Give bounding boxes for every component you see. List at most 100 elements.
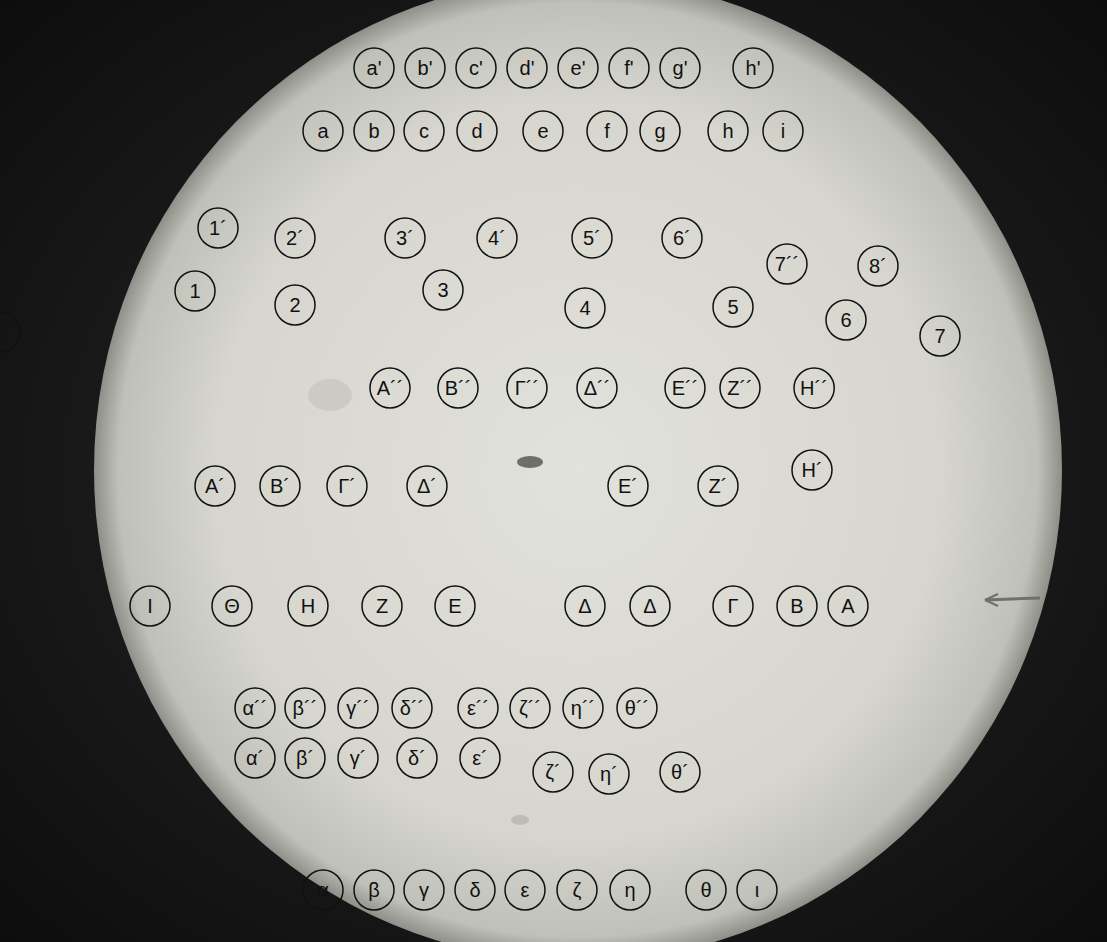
scratch-mark bbox=[985, 594, 998, 606]
spot-label-circle: 6 bbox=[825, 299, 867, 341]
spot-label-circle: e' bbox=[557, 47, 599, 89]
spot-label: c bbox=[419, 121, 429, 141]
spot-label-circle: 5´ bbox=[571, 217, 613, 259]
circle-outline bbox=[533, 752, 573, 792]
spot-label-circle: i bbox=[762, 110, 804, 152]
circle-outline bbox=[397, 738, 437, 778]
spot-label: Η´ bbox=[801, 460, 822, 480]
spot-label-circle: η bbox=[609, 869, 651, 911]
spot-label: Θ bbox=[224, 596, 240, 616]
spot-label: 4´ bbox=[488, 228, 506, 248]
circle-outline bbox=[362, 586, 402, 626]
spot-label: Ι bbox=[147, 596, 153, 616]
spot-label: g bbox=[654, 121, 665, 141]
circle-outline bbox=[858, 246, 898, 286]
circle-outline bbox=[708, 111, 748, 151]
circle-outline bbox=[589, 754, 629, 794]
circle-outline bbox=[609, 48, 649, 88]
circle-outline bbox=[563, 688, 603, 728]
circle-outline bbox=[557, 870, 597, 910]
spot-label-circle: β´ bbox=[284, 737, 326, 779]
spot-label: γ bbox=[419, 880, 429, 900]
circle-outline bbox=[507, 48, 547, 88]
spot-label-circle: η´´ bbox=[562, 687, 604, 729]
spot-label: 5 bbox=[727, 297, 738, 317]
spot-label-circle: 1´ bbox=[197, 207, 239, 249]
circle-outline bbox=[565, 586, 605, 626]
spot-label: Η´´ bbox=[800, 378, 828, 398]
spot-label-circle: Α´ bbox=[194, 465, 236, 507]
spot-label: Δ bbox=[643, 596, 656, 616]
circle-outline bbox=[212, 586, 252, 626]
circle-outline bbox=[303, 111, 343, 151]
spot-label: a' bbox=[367, 58, 382, 78]
spot-label-circle: Θ bbox=[211, 585, 253, 627]
spot-label: Ζ´ bbox=[709, 476, 728, 496]
spot-label: h bbox=[722, 121, 733, 141]
spot-label: Ζ bbox=[376, 596, 388, 616]
spot-label-circle: δ´ bbox=[396, 737, 438, 779]
spot-label: d bbox=[471, 121, 482, 141]
spot-label-circle: Ζ´´ bbox=[719, 367, 761, 409]
circle-outline bbox=[285, 738, 325, 778]
circle-outline bbox=[737, 870, 777, 910]
circle-outline bbox=[763, 111, 803, 151]
circle-outline bbox=[354, 111, 394, 151]
circle-outline bbox=[640, 111, 680, 151]
circle-outline bbox=[195, 466, 235, 506]
circle-outline bbox=[407, 466, 447, 506]
spot-label: 1´ bbox=[209, 218, 227, 238]
spot-label: Α bbox=[841, 596, 854, 616]
spot-label: Δ bbox=[578, 596, 591, 616]
circle-outline bbox=[523, 111, 563, 151]
spot-label-circle: 7 bbox=[919, 315, 961, 357]
circle-outline bbox=[456, 48, 496, 88]
spot-label: e' bbox=[571, 58, 586, 78]
spot-label: g' bbox=[673, 58, 688, 78]
spot-label: ζ´ bbox=[545, 762, 560, 782]
spot-label-circle: 3 bbox=[422, 269, 464, 311]
stain bbox=[511, 815, 529, 825]
spot-label-circle: ζ´ bbox=[532, 751, 574, 793]
circle-outline bbox=[828, 586, 868, 626]
spot-label: Δ´´ bbox=[584, 378, 611, 398]
spot-label-circle: δ bbox=[454, 869, 496, 911]
circle-outline bbox=[558, 48, 598, 88]
circle-outline bbox=[608, 466, 648, 506]
spot-label: β´´ bbox=[293, 698, 318, 718]
spot-label-circle: α´´ bbox=[234, 687, 276, 729]
circle-outline bbox=[198, 208, 238, 248]
spot-label-circle: β bbox=[353, 869, 395, 911]
spot-label-circle: Δ´ bbox=[406, 465, 448, 507]
circle-outline bbox=[686, 870, 726, 910]
circle-outline bbox=[404, 870, 444, 910]
spot-label: 2 bbox=[289, 295, 300, 315]
spot-label: β bbox=[368, 880, 380, 900]
circle-outline bbox=[338, 738, 378, 778]
spot-label-circle: Η´ bbox=[791, 449, 833, 491]
spot-label: d' bbox=[520, 58, 535, 78]
circle-outline bbox=[460, 738, 500, 778]
spot-label-circle: c bbox=[403, 110, 445, 152]
spot-label: ζ´´ bbox=[519, 698, 541, 718]
circle-outline bbox=[587, 111, 627, 151]
spot-label: 6´ bbox=[673, 228, 691, 248]
spot-label-circle: Β bbox=[776, 585, 818, 627]
circle-outline bbox=[370, 368, 410, 408]
spot-label: 7 bbox=[934, 326, 945, 346]
spot-label: Γ´´ bbox=[515, 378, 539, 398]
spot-label-circle: 3´ bbox=[384, 217, 426, 259]
spot-label-circle: Δ´´ bbox=[576, 367, 618, 409]
spot-label-circle: 2 bbox=[274, 284, 316, 326]
spot-label-circle: d bbox=[456, 110, 498, 152]
circle-outline bbox=[354, 48, 394, 88]
spot-label: 6 bbox=[840, 310, 851, 330]
spot-label-circle: Η bbox=[287, 585, 329, 627]
stain bbox=[308, 379, 352, 411]
circle-outline bbox=[665, 368, 705, 408]
spot-label: β´ bbox=[296, 748, 314, 768]
spot-label: δ bbox=[469, 880, 480, 900]
spot-label: Β´ bbox=[270, 476, 290, 496]
circle-outline bbox=[327, 466, 367, 506]
spot-label-circle: θ´ bbox=[659, 751, 701, 793]
